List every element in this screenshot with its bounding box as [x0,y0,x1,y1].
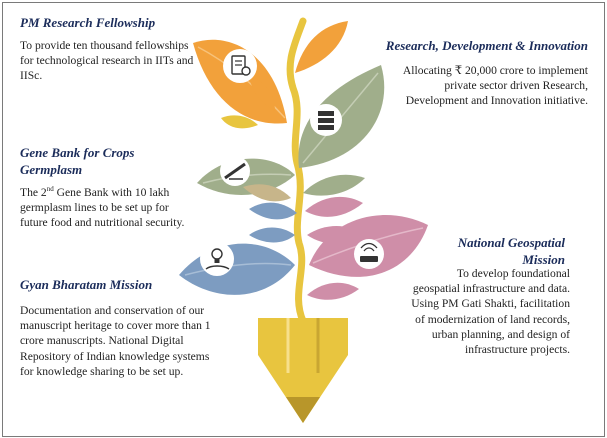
gene-bank-title-line1: Gene Bank for Crops [20,145,135,160]
leaf-small-pink-1 [305,196,363,217]
pm-research-title: PM Research Fellowship [20,15,156,30]
gene-bank-text: The 2nd Gene Bank with 10 lakh germplasm… [20,185,190,231]
geospatial-title-line1: National Geospatial [457,235,565,250]
leaf-small-khaki [243,184,291,202]
pencil [258,318,348,423]
gene-bank-text-prefix: The 2 [20,186,47,199]
leaf-small-blue-1 [249,202,297,220]
section-geospatial-title: National Geospatial Mission [423,234,565,268]
gyan-title: Gyan Bharatam Mission [20,277,153,292]
pencil-plant-illustration [179,17,428,423]
leaf-small-orange [295,21,348,73]
leaf-small-blue-2 [249,227,295,243]
stem [286,17,307,325]
server-icon [310,104,342,136]
telescope-icon [220,156,250,186]
section-pm-research: PM Research Fellowship To provide ten th… [20,14,195,84]
gyan-text: Documentation and conservation of our ma… [20,304,211,378]
section-gene-bank: Gene Bank for Crops Germplasm The 2nd Ge… [20,144,190,231]
geospatial-title-line2: Mission [522,252,565,267]
leaf-small-sage [303,174,365,196]
document-gear-icon [223,49,257,83]
lightbulb-hand-icon [200,242,234,276]
wifi-router-icon [354,239,384,269]
pm-research-text: To provide ten thousand fellowships for … [20,39,194,83]
leaf-small-orange-2 [249,75,275,111]
section-geospatial-body: To develop foundational geospatial infra… [407,266,570,357]
section-rdi: Research, Development & Innovation [338,37,588,54]
leaf-small-yellow [221,115,258,129]
section-gyan: Gyan Bharatam Mission Documentation and … [20,276,215,379]
leaf-small-pink-3 [307,282,359,300]
rdi-text: Allocating ₹ 20,000 crore to implement p… [402,64,588,108]
gene-bank-title-line2: Germplasm [20,162,83,177]
rdi-title: Research, Development & Innovation [385,38,588,53]
geospatial-text: To develop foundational geospatial infra… [411,267,570,357]
section-rdi-body: Allocating ₹ 20,000 crore to implement p… [398,63,588,109]
gene-bank-text-sup: nd [46,185,54,194]
gene-bank-text-suffix: Gene Bank with 10 lakh germplasm lines t… [20,186,185,230]
